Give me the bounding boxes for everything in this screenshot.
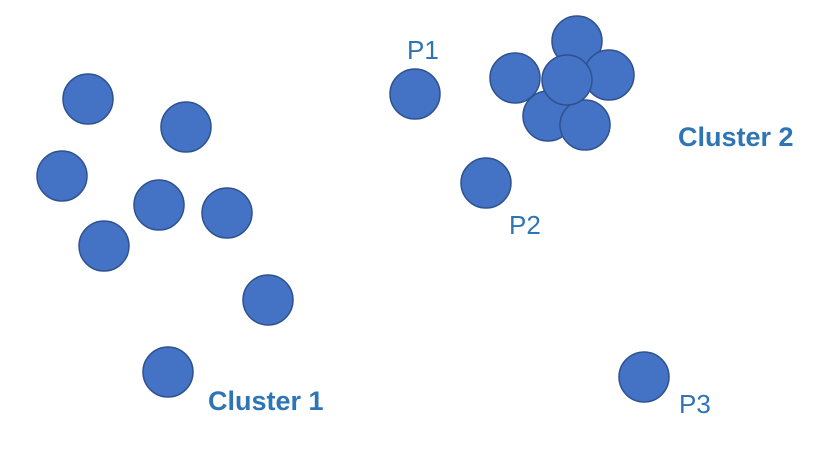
label-p2: P2 [509,210,541,240]
cluster-2-points [489,15,635,151]
cluster-2-point [541,54,593,106]
point-p2 [460,157,512,209]
label-p3: P3 [679,389,711,419]
cluster-1-points [36,73,294,398]
cluster-1-point [160,101,212,153]
cluster-2-point [489,52,541,104]
label-cluster-2: Cluster 2 [678,122,794,152]
cluster-1-point [201,187,253,239]
point-p1 [389,68,441,120]
label-cluster-1: Cluster 1 [208,386,324,416]
cluster-1-point [62,73,114,125]
cluster-1-point [133,179,185,231]
cluster-1-point [78,220,130,272]
label-p1: P1 [407,35,439,65]
cluster-2-point [559,99,611,151]
cluster-1-point [142,346,194,398]
cluster-1-point [36,150,88,202]
point-p3 [618,351,670,403]
cluster-1-point [242,274,294,326]
